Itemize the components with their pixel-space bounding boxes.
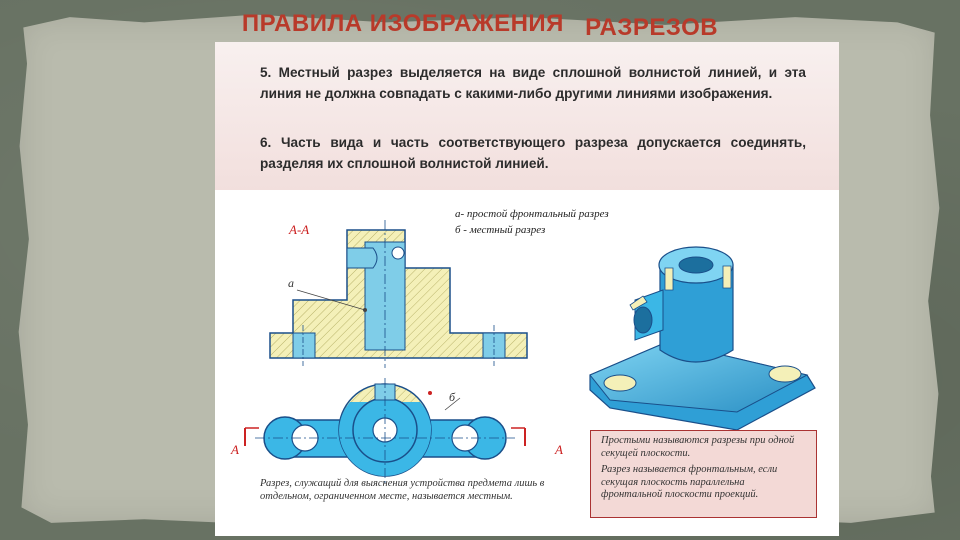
cut-mark-left: А: [231, 442, 239, 457]
slide-title: ПРАВИЛА ИЗОБРАЖЕНИЯ РАЗРЕЗОВ: [0, 10, 960, 41]
isometric-part: [589, 246, 816, 431]
definition-box: Простыми называются разрезы при одной се…: [590, 430, 817, 518]
technical-drawing: [244, 220, 816, 486]
rule-6: 6. Часть вида и часть соответствующего р…: [260, 135, 806, 171]
title-part-2: РАЗРЕЗОВ: [585, 14, 719, 41]
rule-5: 5. Местный разрез выделяется на виде спл…: [260, 65, 806, 101]
slide-content: 5. Местный разрез выделяется на виде спл…: [215, 42, 839, 536]
cut-mark-right: А: [555, 442, 563, 457]
local-section-definition: Разрез, служащий для выяснения устройств…: [260, 478, 545, 502]
callout-b: б: [449, 390, 456, 404]
note-frontal-section: а- простой фронтальный разрез: [455, 208, 609, 220]
box-text-simple: Простыми называются разрезы при одной се…: [601, 435, 795, 459]
callout-a: а: [288, 276, 294, 290]
title-part-1: ПРАВИЛА ИЗОБРАЖЕНИЯ: [241, 10, 564, 37]
front-section-view: [269, 220, 528, 368]
note-local-section: б - местный разрез: [455, 224, 546, 236]
box-text-frontal: Разрез называется фронтальным, если секу…: [601, 464, 778, 500]
rules-panel: 5. Местный разрез выделяется на виде спл…: [215, 42, 839, 190]
top-view: [244, 378, 526, 486]
section-label: А-А: [289, 222, 310, 237]
